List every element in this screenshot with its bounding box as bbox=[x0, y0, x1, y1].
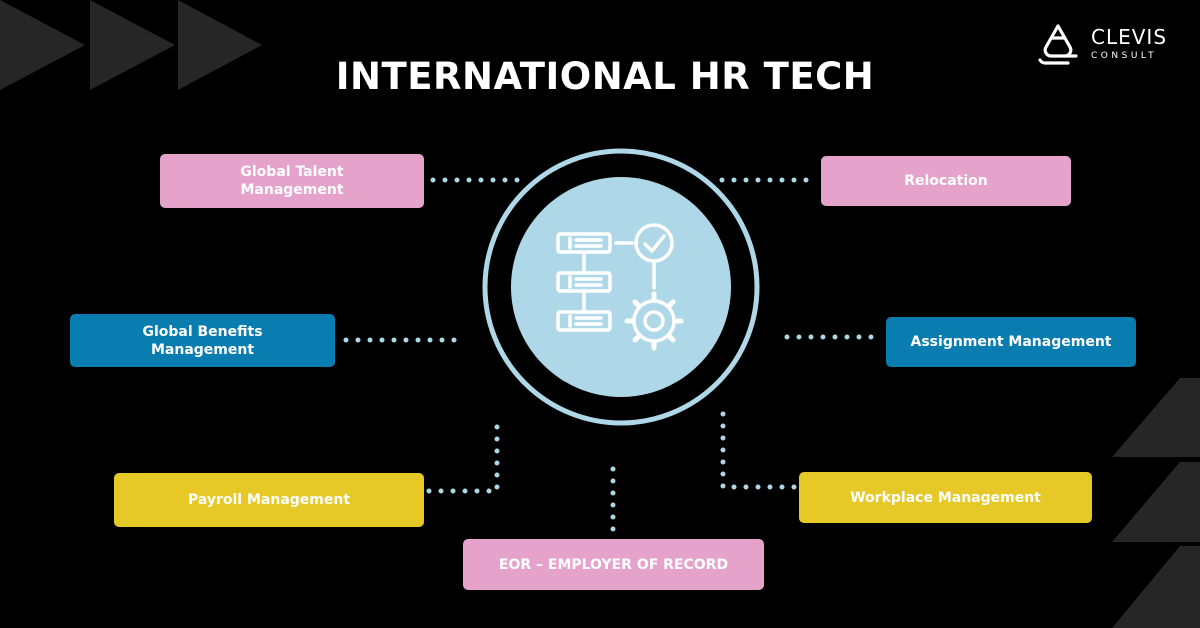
decor-triangles-bottom-right bbox=[1112, 378, 1200, 628]
connector-workplace bbox=[720, 411, 801, 490]
node-label: Workplace Management bbox=[850, 489, 1041, 506]
clevis-logo-mark-icon bbox=[1038, 24, 1078, 65]
decor-arrows-top-left bbox=[0, 0, 262, 90]
node-label: Assignment Management bbox=[910, 334, 1112, 350]
node-global-benefits-management: Global Benefits Management bbox=[70, 314, 335, 367]
logo-subtitle: CONSULT bbox=[1091, 51, 1158, 61]
node-label: Global Talent Management bbox=[240, 164, 344, 198]
node-eor-employer-of-record: EOR – EMPLOYER OF RECORD bbox=[463, 539, 764, 590]
node-assignment-management: Assignment Management bbox=[886, 317, 1136, 367]
node-label: Payroll Management bbox=[187, 492, 351, 508]
node-label: Relocation bbox=[904, 173, 988, 189]
node-label: Global Benefits Management bbox=[142, 323, 263, 358]
node-payroll-management: Payroll Management bbox=[114, 473, 424, 527]
node-global-talent-management: Global Talent Management bbox=[160, 154, 424, 208]
node-label: EOR – EMPLOYER OF RECORD bbox=[498, 556, 729, 573]
node-workplace-management: Workplace Management bbox=[799, 472, 1092, 523]
node-relocation: Relocation bbox=[821, 156, 1071, 206]
central-hub bbox=[482, 148, 760, 426]
page-title: INTERNATIONAL HR TECH bbox=[335, 55, 875, 98]
logo-name: CLEVIS bbox=[1091, 25, 1168, 49]
connectors bbox=[343, 177, 881, 533]
connector-payroll bbox=[426, 413, 500, 494]
workflow-checklist-gear-icon bbox=[556, 223, 684, 351]
